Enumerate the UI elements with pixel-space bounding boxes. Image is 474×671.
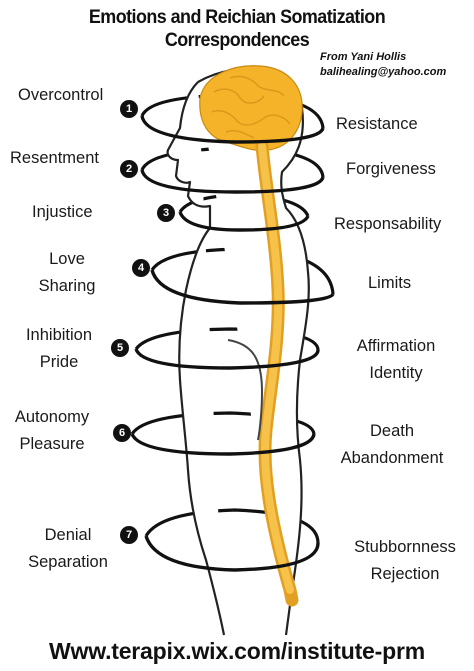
- level-1-left-label: Overcontrol: [18, 86, 104, 104]
- spinal-cord-highlight: [258, 142, 294, 594]
- level-4-left-label: Love Sharing: [38, 250, 96, 295]
- level-7-left-label: Denial Separation: [28, 526, 108, 571]
- ring-4-front: [150, 269, 335, 305]
- level-2-badge: 2: [120, 160, 138, 178]
- level-6-right-label: Death Abandonment: [340, 422, 444, 467]
- level-6-left-label: Autonomy Pleasure: [14, 408, 90, 453]
- credit-author: From Yani Hollis: [320, 51, 407, 63]
- body-silhouette: [166, 68, 310, 636]
- diagram-title: Emotions and Reichian Somatization Corre…: [88, 6, 386, 51]
- level-2-left-label: Resentment: [10, 149, 99, 167]
- level-5-left-label: Inhibition Pride: [25, 326, 93, 371]
- level-3-right-label: Responsability: [334, 215, 442, 233]
- level-6-badge: 6: [113, 424, 131, 442]
- ring-5-back: [134, 327, 320, 351]
- level-4-badge: 4: [132, 259, 150, 277]
- arm-line: [227, 339, 264, 441]
- ring-6-front: [130, 433, 316, 456]
- rings-front: [130, 115, 335, 572]
- level-4-right-label: Limits: [368, 274, 412, 292]
- brain-folds: [211, 75, 291, 139]
- footer-url: Www.terapix.wix.com/institute-prm: [49, 638, 425, 664]
- ring-7-front: [144, 535, 320, 572]
- level-5-badge: 5: [111, 339, 129, 357]
- credit-email: balihealing@yahoo.com: [320, 66, 447, 78]
- credit-block: From Yani Hollis balihealing@yahoo.com: [320, 50, 446, 80]
- ring-2-front: [140, 169, 325, 194]
- level-1-right-label: Resistance: [336, 115, 418, 133]
- level-1-badge: 1: [120, 100, 138, 118]
- ring-3-front: [178, 211, 310, 232]
- ring-1-front: [140, 115, 325, 144]
- ring-5-front: [134, 348, 320, 370]
- brain-shape: [199, 65, 303, 151]
- level-2-right-label: Forgiveness: [346, 160, 436, 178]
- level-7-right-label: Stubbornness Rejection: [354, 538, 456, 583]
- level-3-badge: 3: [157, 204, 175, 222]
- ring-6-back: [130, 411, 316, 435]
- level-5-right-label: Affirmation Identity: [356, 337, 436, 382]
- ring-7-back: [144, 508, 320, 544]
- level-7-badge: 7: [120, 526, 138, 544]
- level-3-left-label: Injustice: [32, 203, 93, 221]
